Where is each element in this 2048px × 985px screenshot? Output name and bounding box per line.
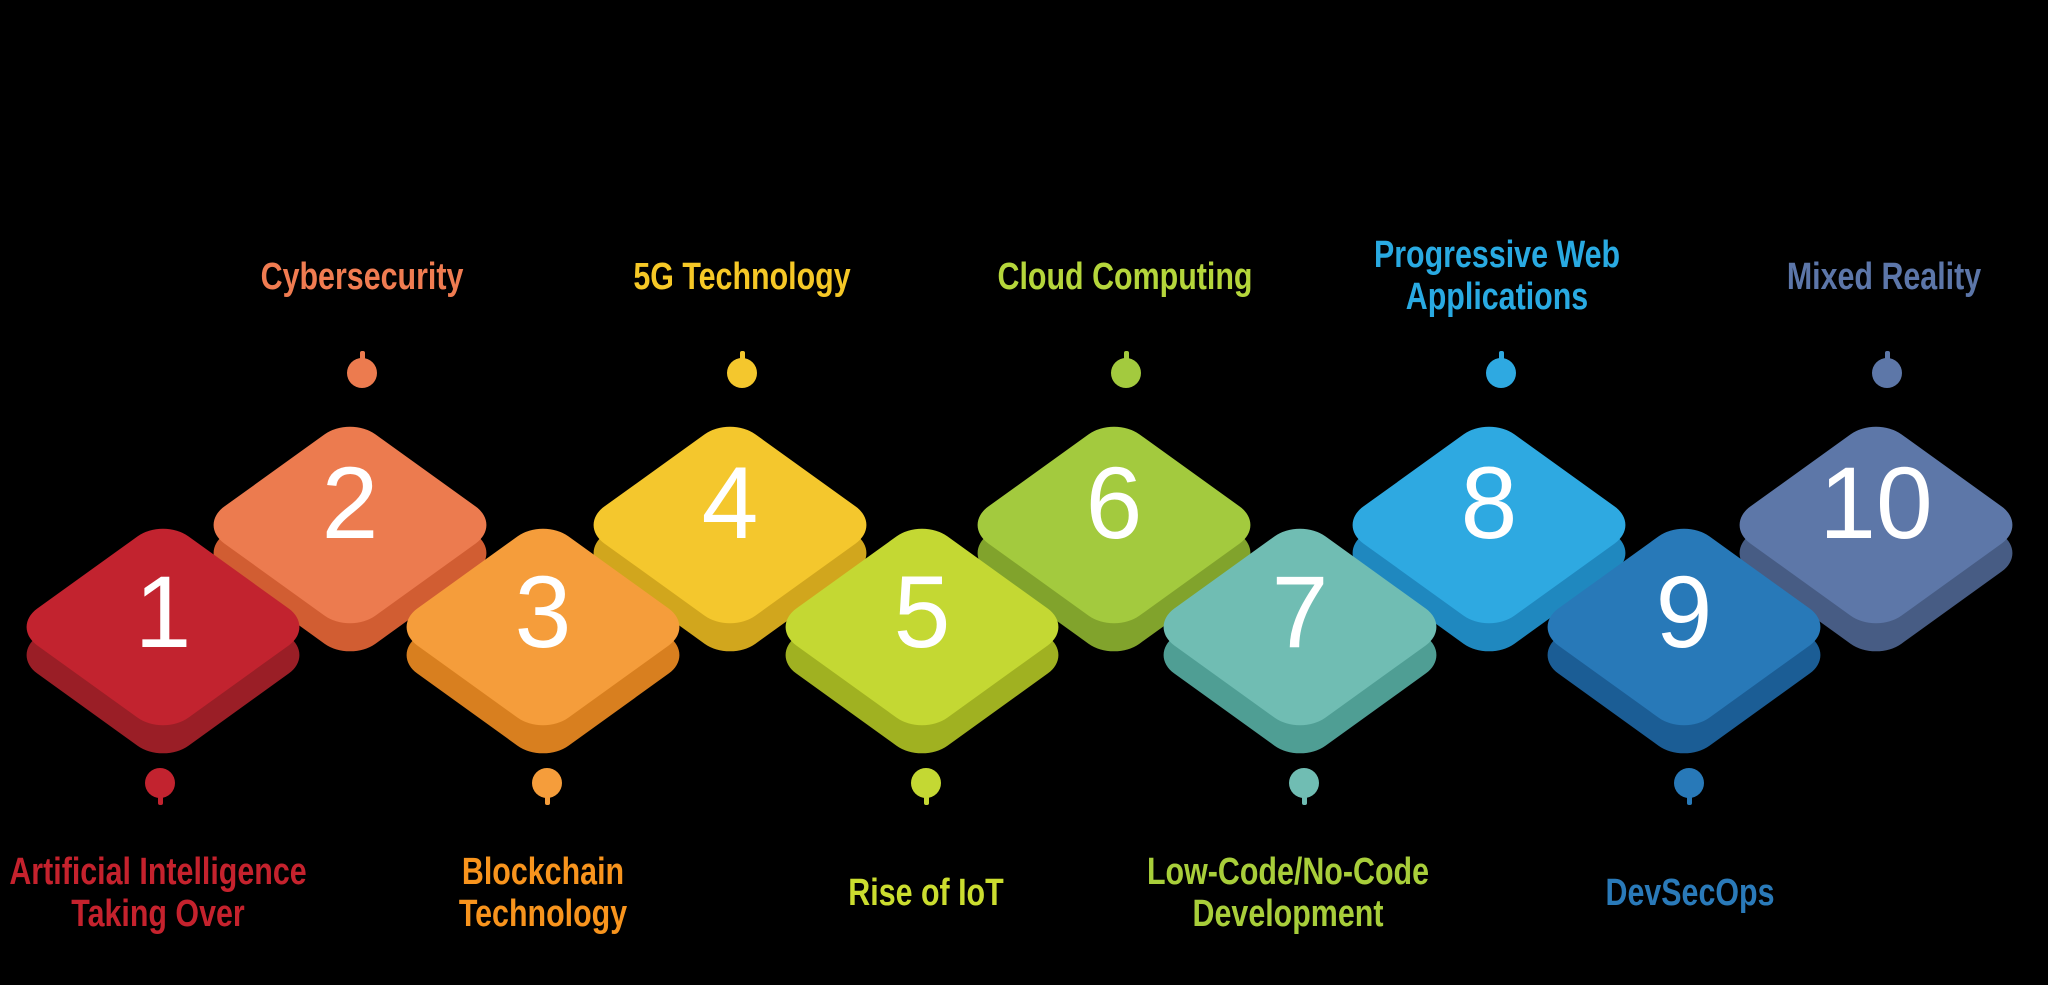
connector-dot <box>1111 351 1141 388</box>
trend-label: Mixed Reality <box>1644 256 2048 298</box>
tile-number: 9 <box>1655 555 1713 669</box>
tile-number: 1 <box>134 555 192 669</box>
trend-label-line: Applications <box>1405 276 1589 318</box>
trend-label-line: Rise of IoT <box>848 872 1004 914</box>
tile-number: 6 <box>1085 446 1143 560</box>
trend-label-line: Taking Over <box>71 893 245 935</box>
trend-label-line: Low-Code/No-Code <box>1146 851 1429 893</box>
trend-label-line: Blockchain <box>461 851 625 893</box>
trend-label: 5G Technology <box>502 256 982 298</box>
connector-dot <box>145 768 175 805</box>
trend-label-line: Artificial Intelligence <box>9 851 307 893</box>
tile-number: 7 <box>1271 555 1329 669</box>
tile-number: 10 <box>1819 446 1933 560</box>
connector-dot <box>532 768 562 805</box>
connector-dot <box>727 351 757 388</box>
connector-dot <box>1289 768 1319 805</box>
trend-label-line: Development <box>1192 893 1384 935</box>
trend-label: Cloud Computing <box>885 256 1365 298</box>
connector-dot <box>1674 768 1704 805</box>
trend-label-line: 5G Technology <box>633 256 851 298</box>
trend-label: Cybersecurity <box>122 256 602 298</box>
tile-number: 4 <box>701 446 759 560</box>
trend-label-line: DevSecOps <box>1605 872 1775 914</box>
tile-number: 8 <box>1460 446 1518 560</box>
trend-label-line: Cloud Computing <box>997 256 1253 298</box>
trend-label: Rise of IoT <box>686 872 1166 914</box>
trend-label-line: Mixed Reality <box>1786 256 1982 298</box>
tile-number: 5 <box>893 555 951 669</box>
connector-dot <box>911 768 941 805</box>
connector-dot <box>1486 351 1516 388</box>
trend-label: DevSecOps <box>1450 872 1930 914</box>
trend-label-line: Cybersecurity <box>260 256 464 298</box>
trend-label-line: Technology <box>458 893 628 935</box>
connector-dot <box>1872 351 1902 388</box>
connector-dot <box>347 351 377 388</box>
tile-number: 2 <box>321 446 379 560</box>
tile-number: 3 <box>514 555 572 669</box>
trend-label-line: Progressive Web <box>1373 234 1621 276</box>
